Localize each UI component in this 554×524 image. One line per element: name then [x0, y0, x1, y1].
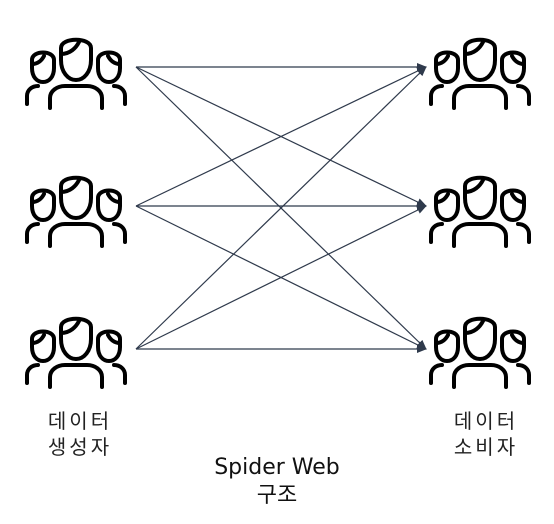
producer-label-line2: 생성자: [47, 435, 113, 459]
diagram-caption: Spider Web 구조: [0, 454, 554, 510]
consumer-label-line2: 소비자: [453, 435, 519, 459]
producer-label-line1: 데이터: [47, 409, 113, 433]
consumer-group-icon: [426, 34, 534, 110]
arrow-producer-3-to-consumer-1: [135, 66, 427, 350]
consumer-group-icon: [426, 172, 534, 248]
producer-label: 데이터 생성자: [38, 408, 122, 460]
arrow-producer-3-to-consumer-2: [135, 205, 427, 350]
consumer-label-line1: 데이터: [453, 409, 519, 433]
caption-line2: 구조: [256, 483, 298, 508]
caption-line1: Spider Web: [214, 455, 340, 480]
producer-group-icon: [22, 172, 130, 248]
producer-group-icon: [22, 34, 130, 110]
producer-group-icon: [22, 313, 130, 389]
consumer-label: 데이터 소비자: [444, 408, 528, 460]
connection-arrows: [135, 63, 427, 353]
consumer-group-icon: [426, 313, 534, 389]
arrow-producer-2-to-consumer-1: [135, 66, 427, 207]
